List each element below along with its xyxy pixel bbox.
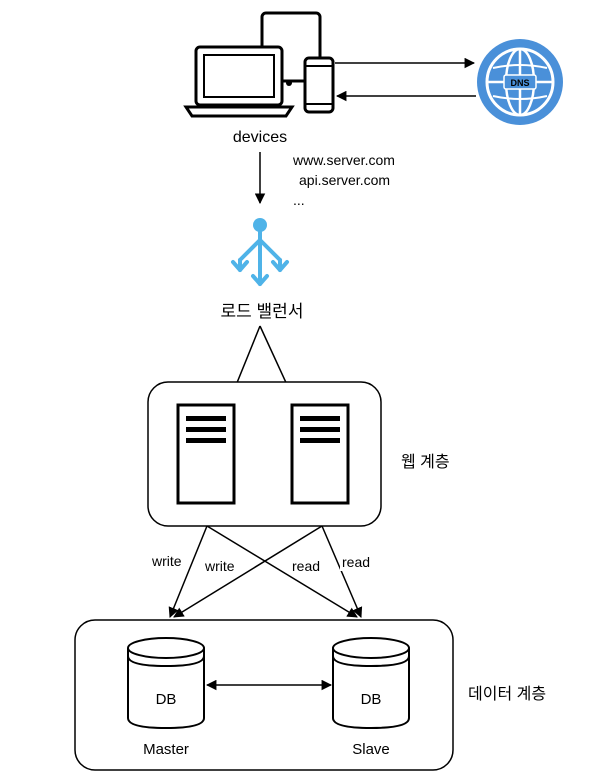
devices-label: devices xyxy=(233,129,287,146)
edge-label-read-outer: read xyxy=(342,554,370,570)
domain-api: api.server.com xyxy=(299,172,390,188)
phone-icon xyxy=(303,56,335,114)
arrow-write-2 xyxy=(173,525,323,618)
laptop-icon xyxy=(194,45,284,107)
web-server-1-icon xyxy=(176,403,236,505)
slave-db-caption: Slave xyxy=(352,741,390,758)
load-balancer-label: 로드 밸런서 xyxy=(221,302,304,321)
web-tier-label: 웹 계층 xyxy=(401,453,450,471)
web-server-2-icon xyxy=(290,403,350,505)
edge-label-write-outer: write xyxy=(151,553,182,569)
domain-ellipsis: ... xyxy=(293,192,305,208)
devices-icon xyxy=(183,11,335,118)
arrow-write-1 xyxy=(168,525,208,618)
slave-db-text: DB xyxy=(361,691,382,708)
data-tier-label: 데이터 계층 xyxy=(468,685,546,703)
edge-label-write-inner: write xyxy=(204,558,235,574)
dns-label: DNS xyxy=(510,78,529,88)
dns-icon: DNS xyxy=(477,39,563,125)
master-db-text: DB xyxy=(156,691,177,708)
domain-www: www.server.com xyxy=(292,152,395,168)
master-db-caption: Master xyxy=(143,741,189,758)
slave-db-icon xyxy=(332,637,410,730)
edge-label-read-inner: read xyxy=(292,558,320,574)
master-db-icon xyxy=(127,637,205,730)
arrow-read-2 xyxy=(321,525,363,618)
arrow-read-1 xyxy=(206,525,358,618)
load-balancer-icon xyxy=(231,218,289,286)
